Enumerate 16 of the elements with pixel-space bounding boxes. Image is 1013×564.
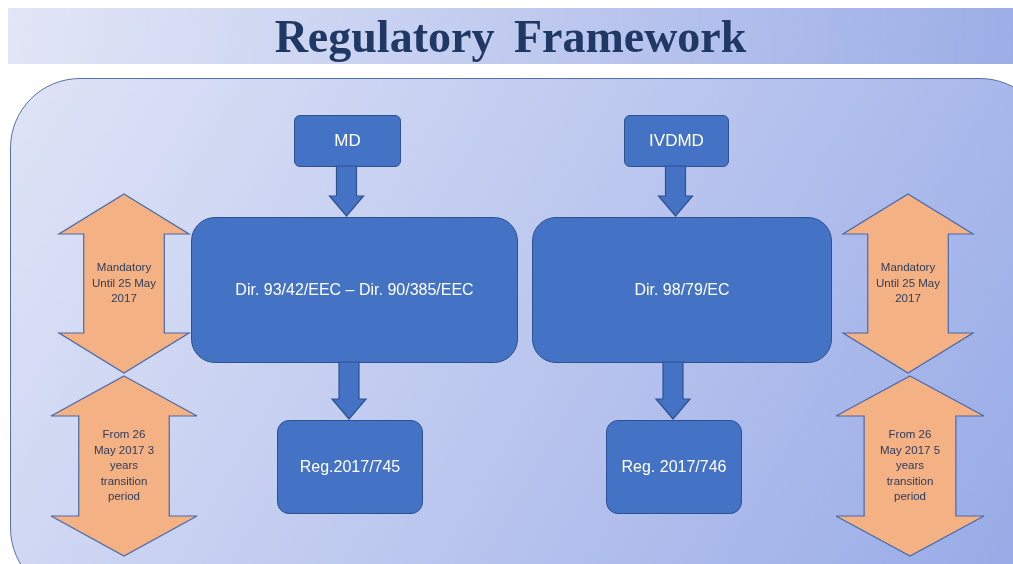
period-label: From 26 May 2017 5 years transition period (878, 427, 942, 505)
period-label: From 26 May 2017 3 years transition period (92, 427, 156, 505)
panel-background (10, 78, 1013, 564)
process-box: Dir. 98/79/EC (532, 217, 832, 363)
process-box: Dir. 93/42/EEC – Dir. 90/385/EEC (191, 217, 518, 363)
process-box: IVDMD (624, 115, 729, 167)
block-arrow (330, 361, 368, 420)
block-arrow (654, 361, 692, 420)
block-arrow (328, 165, 365, 217)
block-arrow (657, 165, 694, 217)
period-label: Mandatory Until 25 May 2017 (875, 260, 941, 307)
process-box: Reg. 2017/746 (606, 420, 742, 514)
process-box: MD (294, 115, 401, 167)
title: Regulatory Framework (274, 9, 747, 63)
process-box: Reg.2017/745 (277, 420, 423, 514)
period-label: Mandatory Until 25 May 2017 (91, 260, 157, 307)
